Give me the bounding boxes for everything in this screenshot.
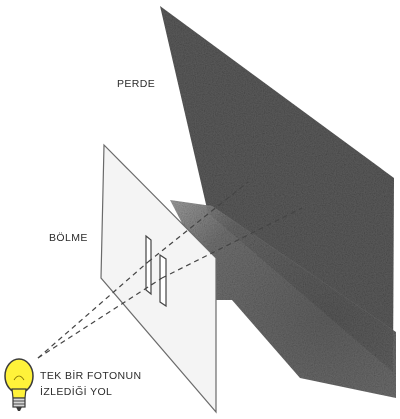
photon-path-label-line1: TEK BİR FOTONUN — [40, 370, 142, 382]
light-bulb-icon — [4, 358, 34, 411]
screen-panel — [160, 6, 394, 372]
photon-path-label-line2: İZLEDİĞİ YOL — [40, 386, 113, 398]
screen-label: PERDE — [117, 78, 156, 90]
barrier-label: BÖLME — [49, 232, 88, 244]
slit-left — [145, 234, 152, 296]
barrier-panel — [100, 143, 217, 414]
barrier-shadow — [170, 200, 396, 398]
slit-right — [159, 253, 167, 308]
photon-path — [37, 181, 303, 359]
photon-path-label: TEK BİR FOTONUN İZLEDİĞİ YOL — [40, 368, 141, 400]
